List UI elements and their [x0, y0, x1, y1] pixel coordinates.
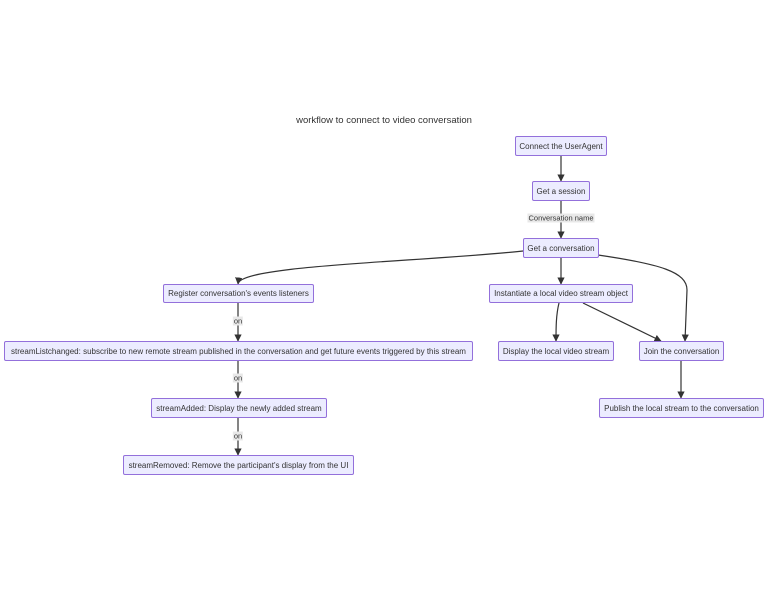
- node-publish-local-stream: Publish the local stream to the conversa…: [599, 398, 764, 418]
- node-connect-useragent: Connect the UserAgent: [515, 136, 607, 156]
- node-register-listeners: Register conversation's events listeners: [163, 284, 314, 303]
- node-join-conversation: Join the conversation: [639, 341, 724, 361]
- node-get-session: Get a session: [532, 181, 590, 201]
- node-display-local-stream: Display the local video stream: [498, 341, 614, 361]
- diagram-title: workflow to connect to video conversatio…: [296, 115, 472, 126]
- edge-instantiate-to-display: [552, 302, 560, 342]
- edge-conversation-to-register: [235, 250, 524, 285]
- edge-label-on-3: on: [232, 431, 244, 441]
- edge-label-on-2: on: [232, 373, 244, 383]
- edge-label-conversation-name: Conversation name: [527, 213, 595, 223]
- edge-conversation-to-join: [597, 254, 689, 342]
- node-stream-list-changed: streamListchanged: subscribe to new remo…: [4, 341, 473, 361]
- node-stream-removed: streamRemoved: Remove the participant's …: [123, 455, 354, 475]
- node-stream-added: streamAdded: Display the newly added str…: [151, 398, 327, 418]
- node-get-conversation: Get a conversation: [523, 238, 599, 258]
- edge-label-on-1: on: [232, 316, 244, 326]
- node-instantiate-local-stream: Instantiate a local video stream object: [489, 284, 633, 303]
- edge-instantiate-to-join: [582, 302, 662, 342]
